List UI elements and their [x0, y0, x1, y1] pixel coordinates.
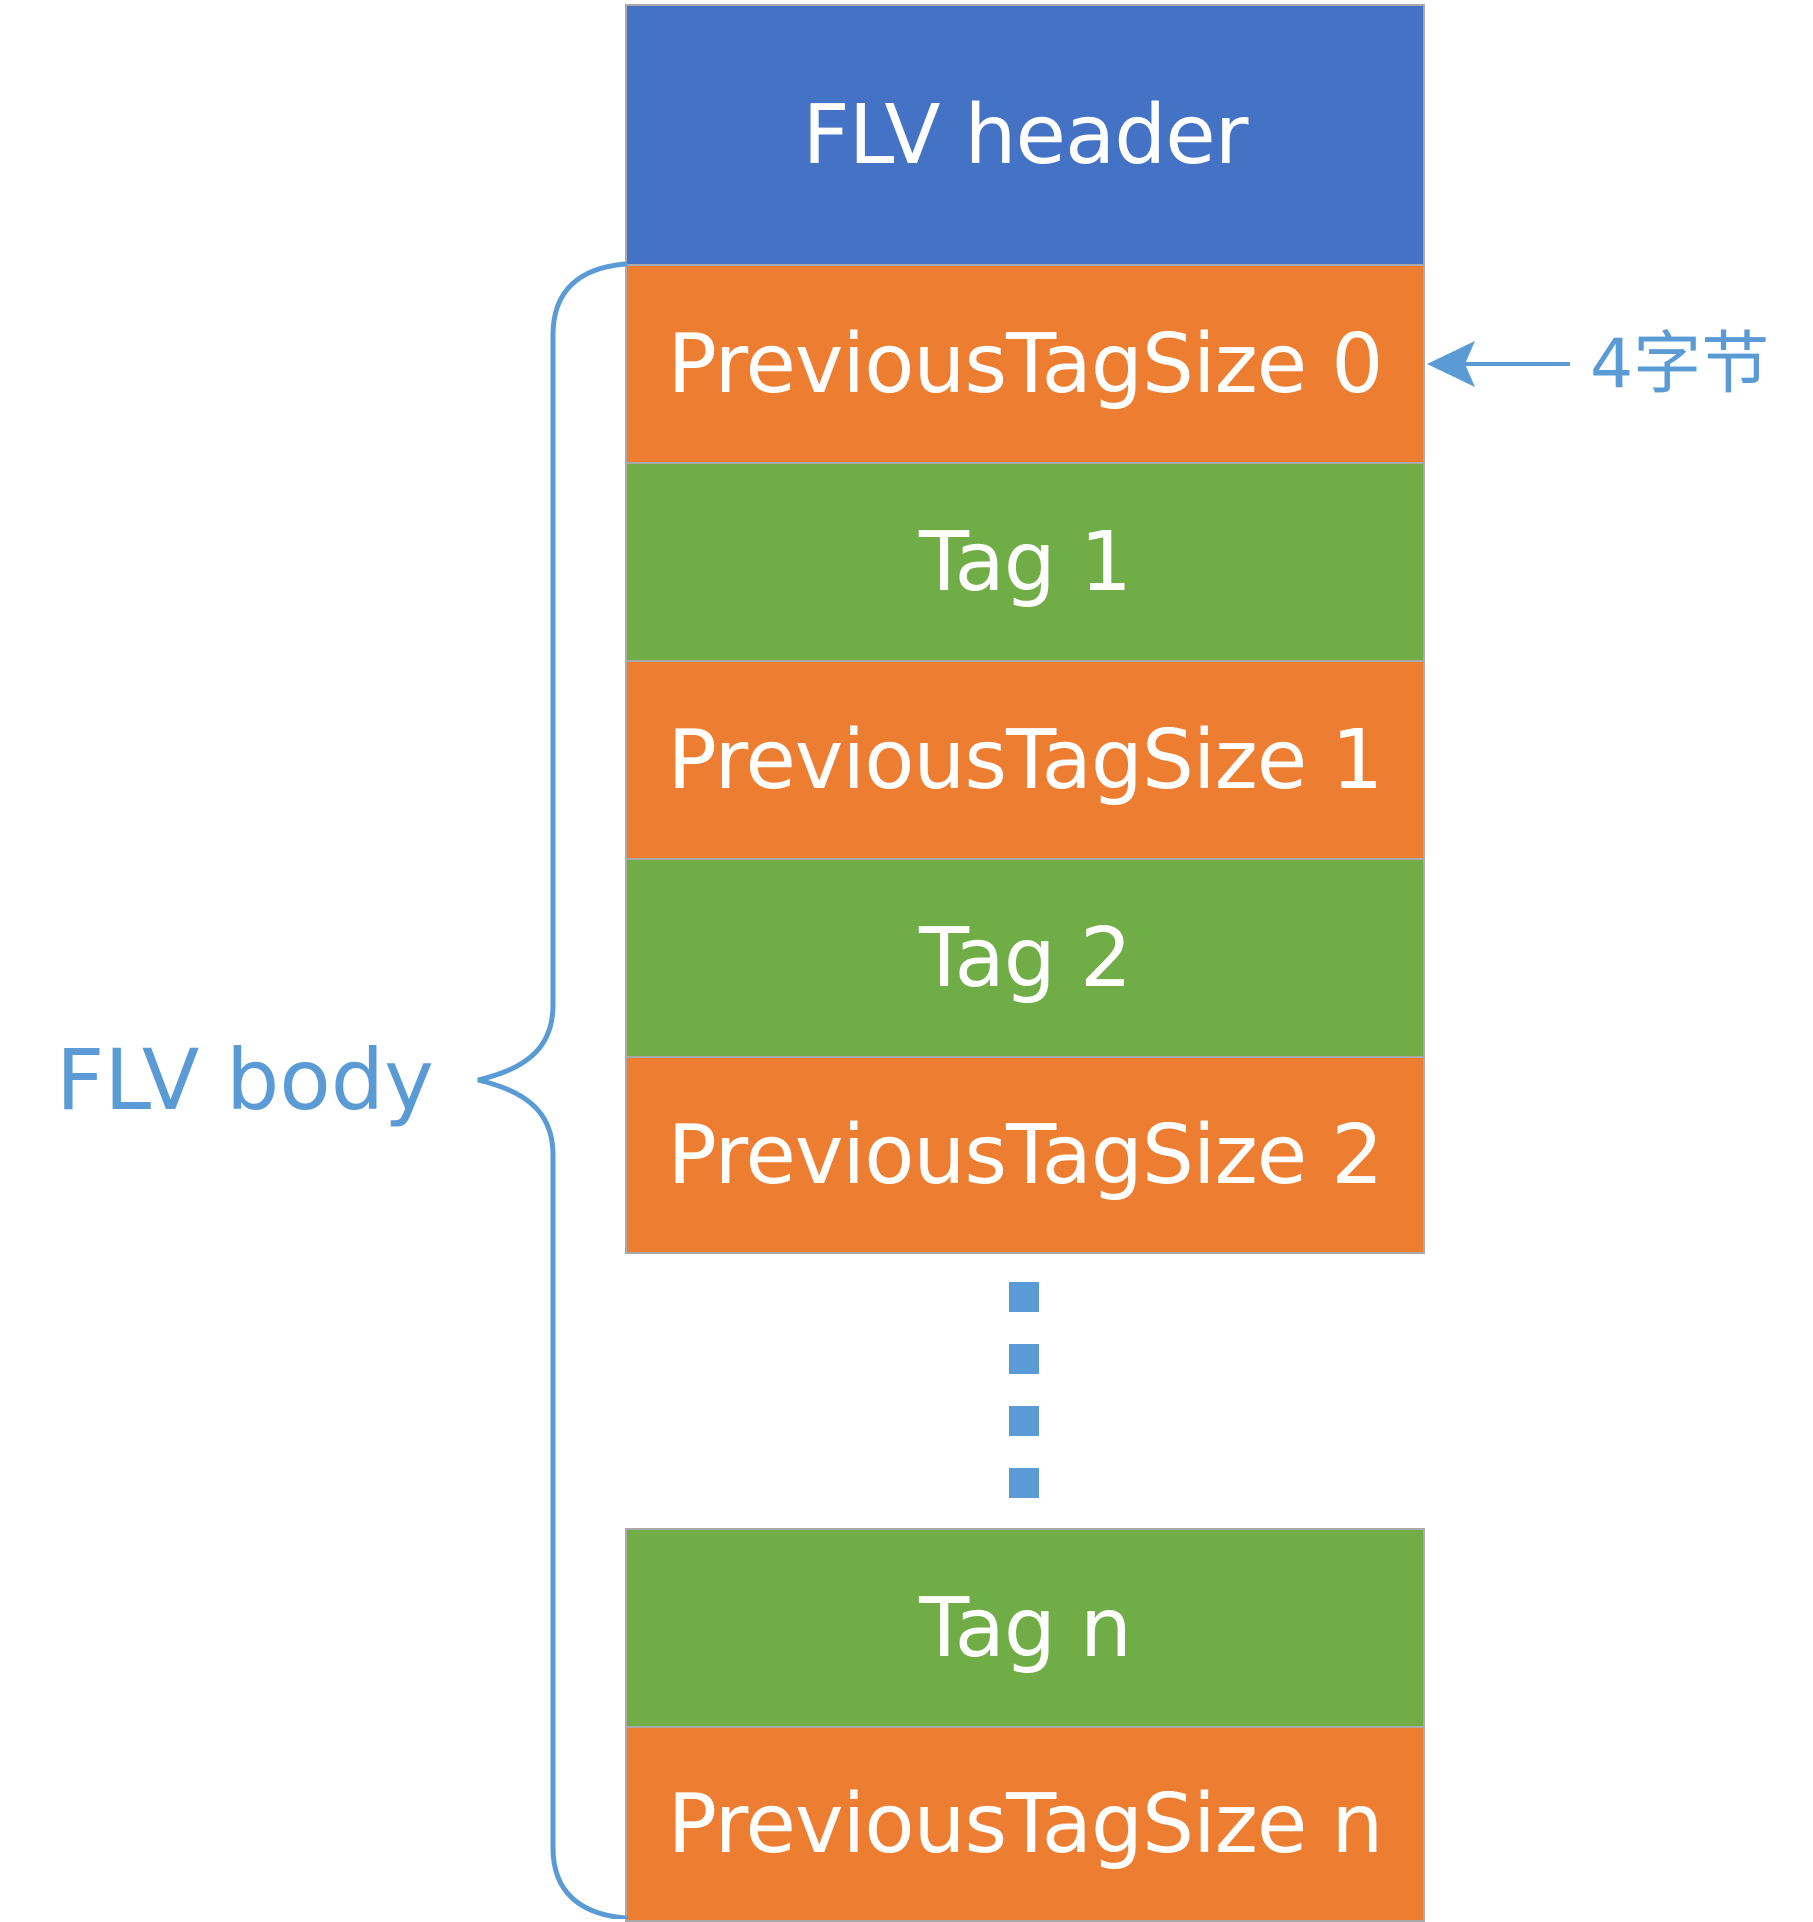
previous-tag-size-2-label: PreviousTagSize 2	[667, 1107, 1384, 1203]
left-arrow-icon	[1427, 341, 1570, 387]
ellipsis-dot	[1009, 1344, 1039, 1374]
tag-n-block: Tag n	[625, 1528, 1425, 1728]
tag-2-label: Tag 2	[918, 910, 1132, 1006]
previous-tag-size-n-block: PreviousTagSize n	[625, 1726, 1425, 1922]
tag-2-block: Tag 2	[625, 858, 1425, 1058]
previous-tag-size-0-label: PreviousTagSize 0	[667, 316, 1384, 412]
flv-header-label: FLV header	[802, 87, 1249, 183]
ellipsis-dot	[1009, 1406, 1039, 1436]
flv-header-block: FLV header	[625, 4, 1425, 266]
left-curly-brace-icon	[477, 261, 628, 1919]
previous-tag-size-n-label: PreviousTagSize n	[667, 1776, 1384, 1872]
tag-1-label: Tag 1	[918, 514, 1132, 610]
four-bytes-label: 4字节	[1590, 325, 1770, 404]
flv-body-label: FLV body	[56, 1031, 434, 1129]
previous-tag-size-1-block: PreviousTagSize 1	[625, 660, 1425, 860]
tag-1-block: Tag 1	[625, 462, 1425, 662]
tag-n-label: Tag n	[919, 1580, 1132, 1676]
ellipsis-dot	[1009, 1282, 1039, 1312]
previous-tag-size-1-label: PreviousTagSize 1	[667, 712, 1384, 808]
ellipsis-dot	[1009, 1468, 1039, 1498]
previous-tag-size-2-block: PreviousTagSize 2	[625, 1056, 1425, 1254]
